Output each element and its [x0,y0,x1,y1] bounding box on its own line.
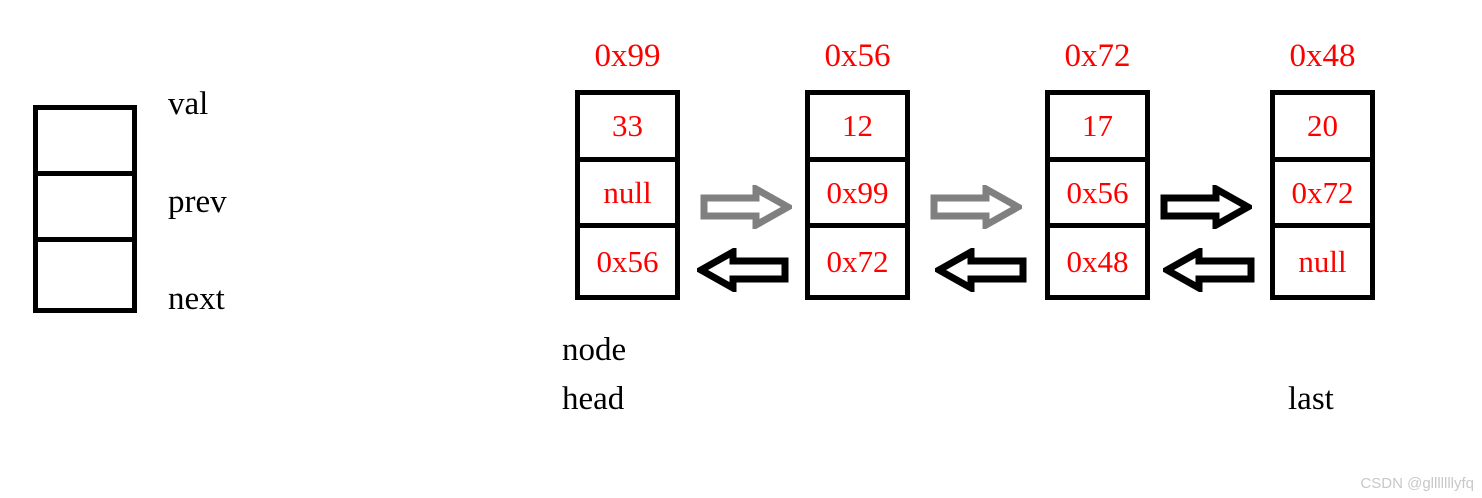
node-1-next: 0x72 [826,244,889,280]
backward-arrow-3-to-2 [1163,248,1255,292]
legend-cell-val [38,110,132,176]
node-2-val: 17 [1050,95,1145,162]
node-3-prev: 0x72 [1275,162,1370,229]
legend-cell-prev [38,176,132,242]
pointer-label-last: last [1288,381,1334,417]
node-2-next: 0x48 [1066,244,1129,280]
legend-cell-next [38,242,132,308]
list-node-0: 33 null 0x56 [575,90,680,300]
node-structure-legend [33,105,137,313]
node-address-2: 0x72 [1064,38,1131,74]
list-node-3: 20 0x72 null [1270,90,1375,300]
node-3-next: null [1298,244,1347,280]
node-address-3: 0x48 [1289,38,1356,74]
csdn-watermark: CSDN @glllllllyfq [1360,475,1474,492]
forward-arrow-0-to-1 [700,185,792,229]
legend-label-prev: prev [168,184,227,220]
legend-label-val: val [168,86,209,122]
pointer-label-head: head [562,381,625,417]
node-0-next: 0x56 [596,244,659,280]
list-node-2: 17 0x56 0x48 [1045,90,1150,300]
forward-arrow-1-to-2 [930,185,1022,229]
list-node-1: 12 0x99 0x72 [805,90,910,300]
legend-label-next: next [168,281,225,317]
node-address-0: 0x99 [594,38,661,74]
forward-arrow-2-to-3 [1160,185,1252,229]
node-1-prev: 0x99 [810,162,905,229]
node-2-prev: 0x56 [1050,162,1145,229]
node-3-val: 20 [1275,95,1370,162]
node-0-val: 33 [580,95,675,162]
node-address-1: 0x56 [824,38,891,74]
node-1-val: 12 [810,95,905,162]
node-0-prev: null [580,162,675,229]
pointer-label-node: node [562,332,627,368]
backward-arrow-1-to-0 [697,248,789,292]
backward-arrow-2-to-1 [935,248,1027,292]
